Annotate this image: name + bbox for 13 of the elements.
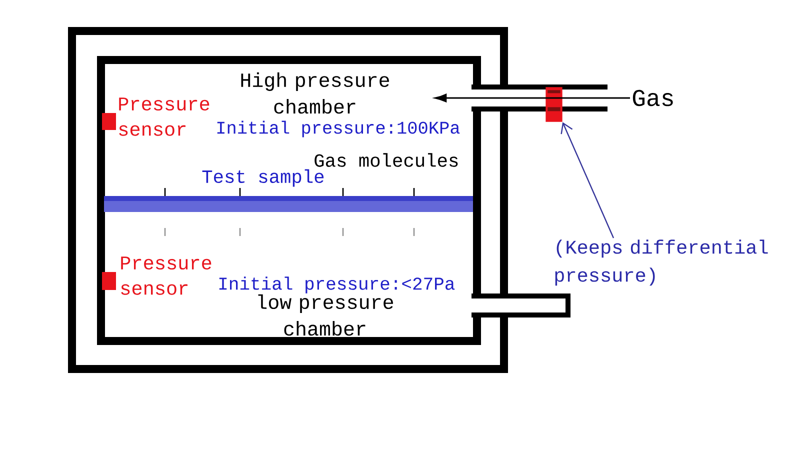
leader-arrow <box>560 122 614 238</box>
chamber-label: High pressure chamber <box>241 72 389 114</box>
sample-label: Test sample <box>202 169 324 187</box>
sensor-label: Pressure sensor <box>119 98 210 136</box>
pressure-label: Initial pressure:<27Pa <box>219 276 455 294</box>
sensor-label: Pressure sensor <box>121 256 212 295</box>
note-text: (Keeps differential pressure) <box>555 240 768 286</box>
molecule-label: Gas molecules <box>314 153 458 167</box>
chamber-label: low pressure chamber <box>258 294 393 336</box>
valve-block <box>546 87 562 122</box>
pressure-label: Initial pressure:100KPa <box>217 120 460 138</box>
arrow <box>434 94 630 102</box>
gas-label: Gas <box>632 90 673 106</box>
